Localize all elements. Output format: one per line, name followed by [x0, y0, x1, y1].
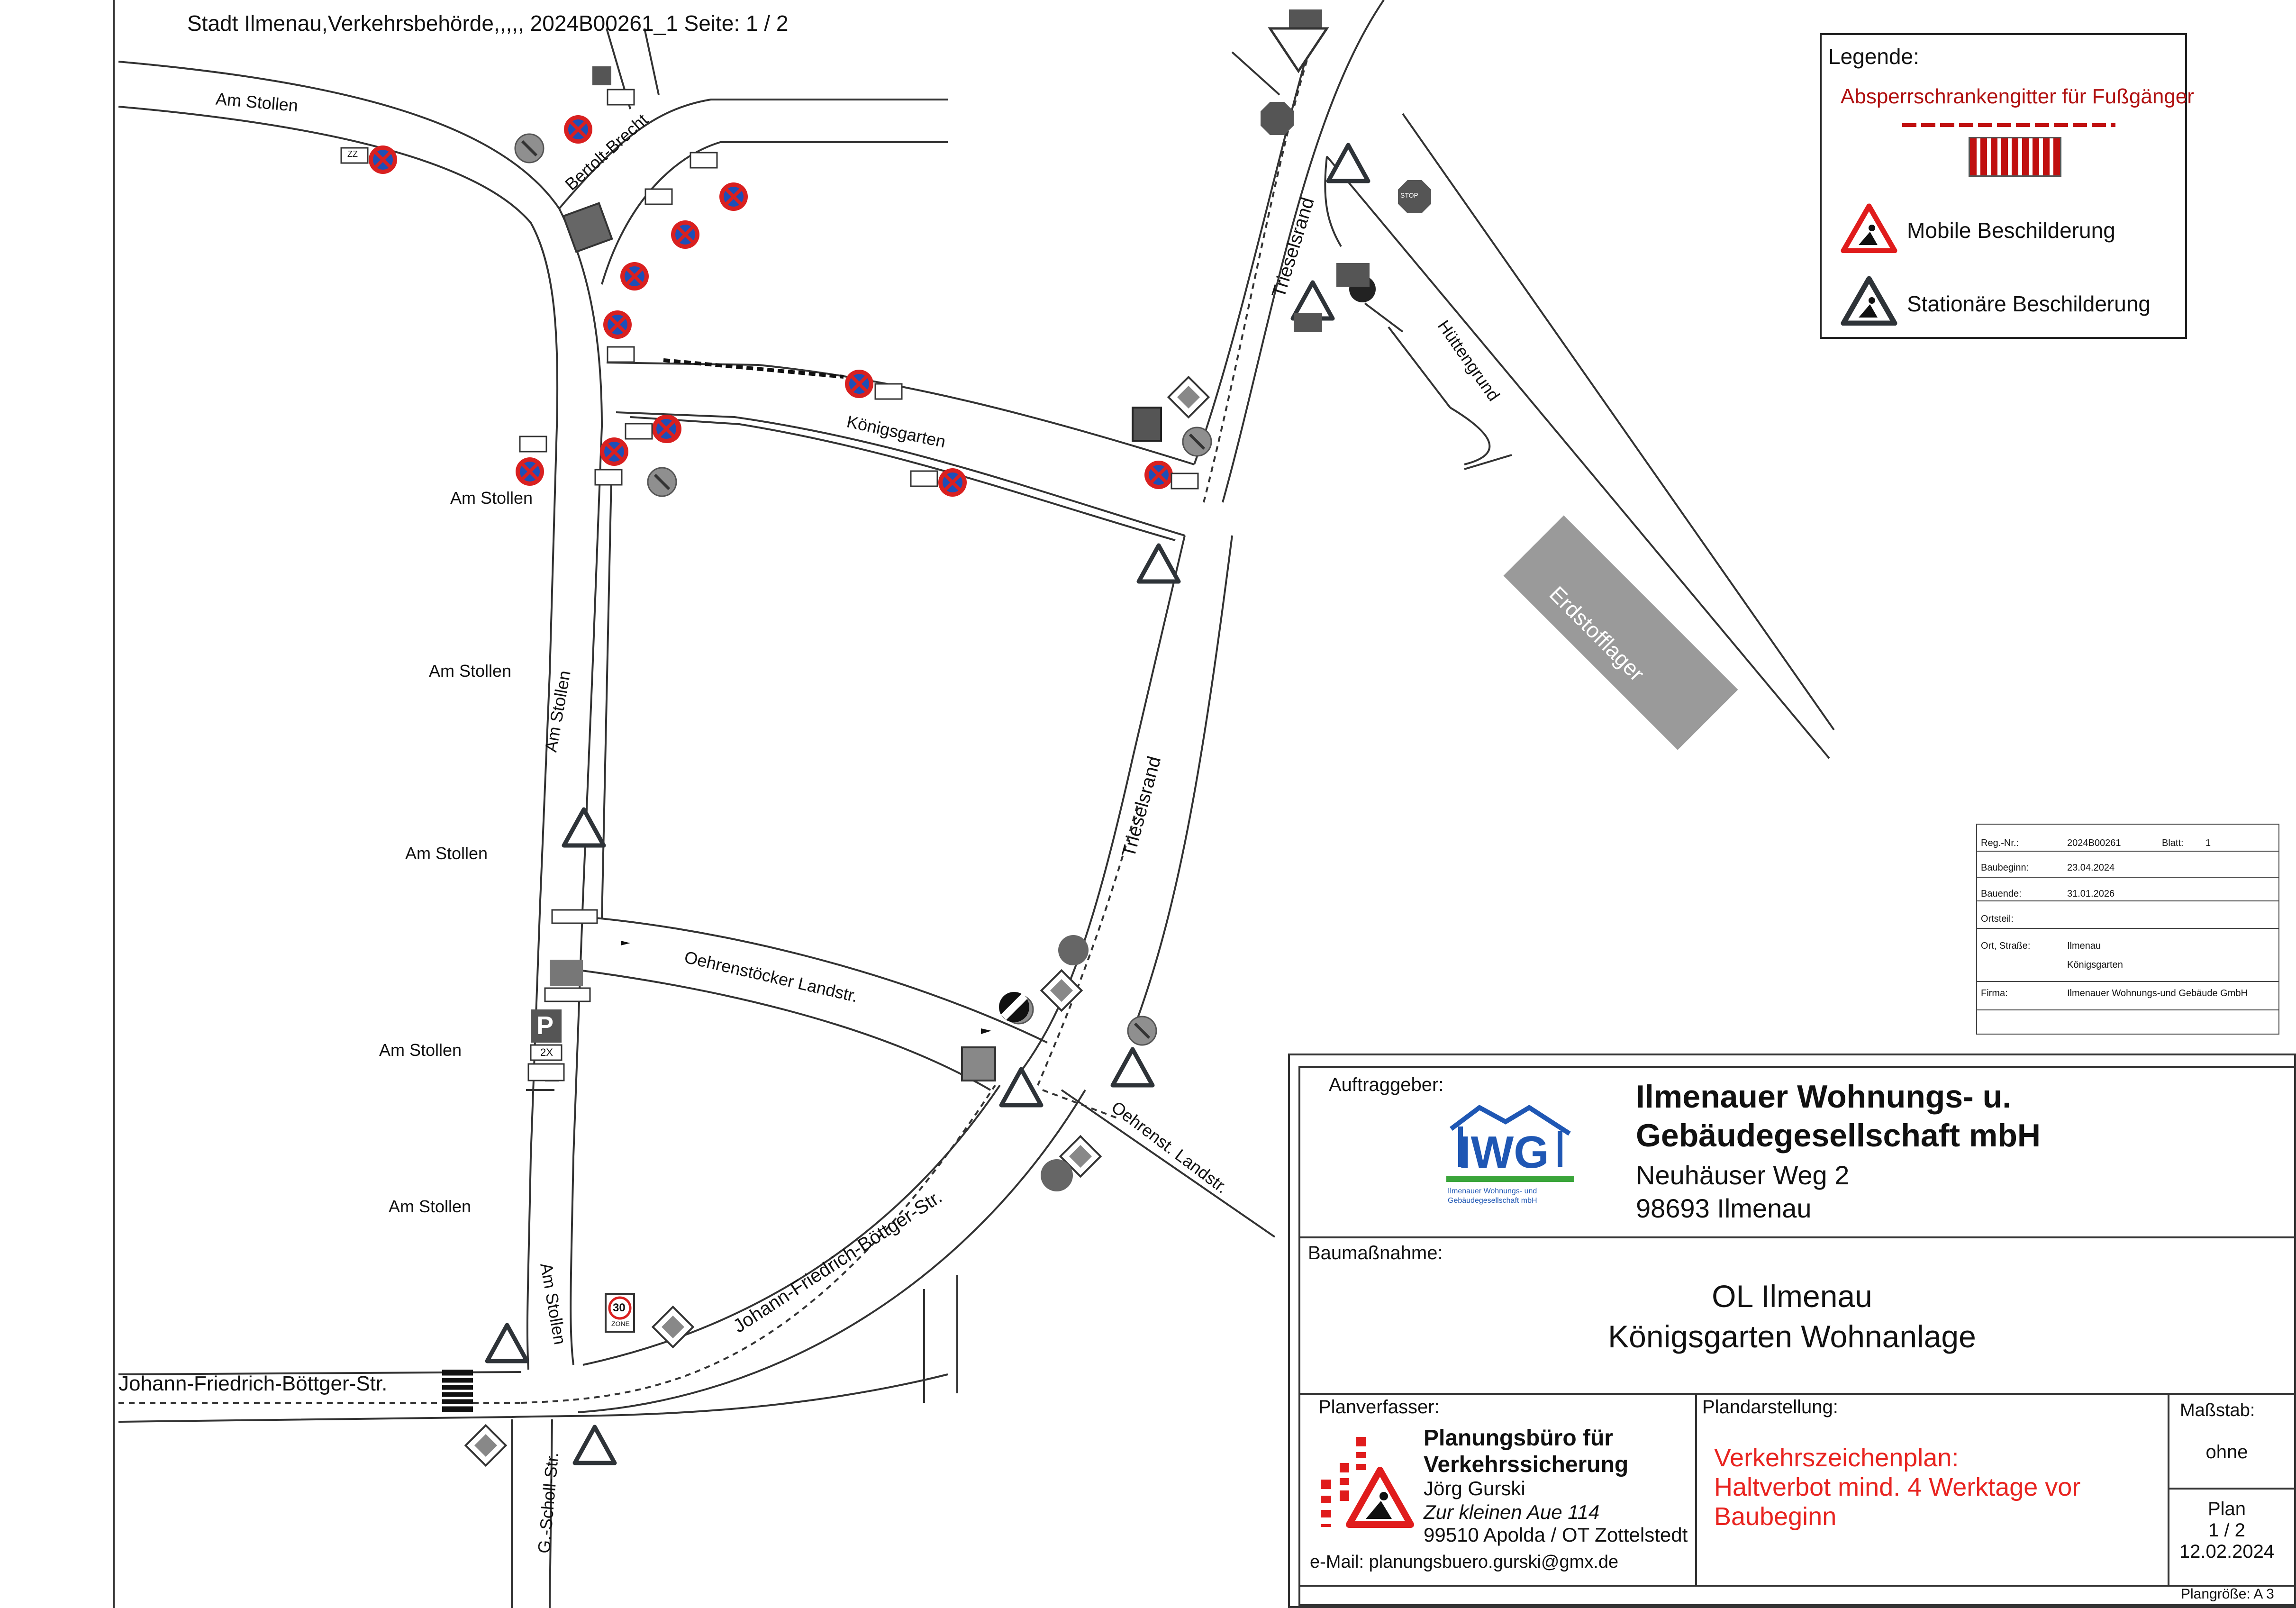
plan-header: Stadt Ilmenau,Verkehrsbehörde,,,,, 2024B… — [187, 11, 789, 36]
mobile-sign-icon — [1841, 203, 1897, 253]
reg-value: 2024B00261 — [2067, 838, 2121, 848]
baubeginn-label: Baubeginn: — [1981, 863, 2029, 873]
baumassnahme-label: Baumaßnahme: — [1308, 1243, 1443, 1263]
legend-box: Legende: Absperrschrankengitter für Fußg… — [1820, 33, 2194, 339]
street-label-am-stollen-1: Am Stollen — [450, 488, 533, 508]
plan-date: 12.02.2024 — [2179, 1541, 2275, 1562]
ort-value-1: Ilmenau — [2067, 941, 2101, 951]
client-street: Neuhäuser Weg 2 — [1636, 1160, 1850, 1190]
speed-30-label: 30 — [613, 1301, 626, 1314]
project-line1: OL Ilmenau — [1712, 1279, 1872, 1314]
planer-email: e-Mail: planungsbuero.gurski@gmx.de — [1310, 1552, 1619, 1572]
legend-barrier-label: Absperrschrankengitter für Fußgänger — [1841, 85, 2194, 108]
iwg-logo-bar — [1446, 1176, 1574, 1182]
planer-line4: Zur kleinen Aue 114 — [1424, 1501, 1600, 1523]
auftraggeber-label: Auftraggeber: — [1329, 1074, 1444, 1095]
title-block: Auftraggeber: IWG Ilmenauer Wohnungs- un… — [1288, 1054, 2296, 1608]
blatt-label: Blatt: — [2162, 838, 2184, 848]
planer-logo-icon — [1321, 1437, 1414, 1528]
street-label-am-stollen-4: Am Stollen — [379, 1040, 462, 1060]
planer-line3: Jörg Gurski — [1424, 1477, 1525, 1499]
plan-label: Plan — [2207, 1499, 2246, 1519]
crosswalk-stripes — [442, 1375, 473, 1407]
zz-plate-label: ZZ — [347, 149, 358, 159]
plandarstellung-label: Plandarstellung: — [1702, 1397, 1838, 1417]
massstab-value: ohne — [2205, 1442, 2248, 1463]
stop-sign-label: STOP — [1400, 191, 1418, 199]
planverfasser-label: Planverfasser: — [1318, 1397, 1440, 1417]
street-label-am-stollen-5: Am Stollen — [389, 1197, 472, 1216]
planer-line5: 99510 Apolda / OT Zottelstedt — [1424, 1524, 1688, 1546]
halt-signs — [369, 115, 1173, 497]
bauende-label: Bauende: — [1981, 889, 2022, 899]
plan-size: Plangröße: A 3 — [2181, 1586, 2274, 1602]
street-label-jfb-main: Johann-Friedrich-Böttger-Str. — [118, 1372, 388, 1395]
misc-signs — [527, 9, 1431, 1333]
ortsteil-label: Ortsteil: — [1981, 914, 2014, 924]
client-name-line2: Gebäudegesellschaft mbH — [1636, 1117, 2041, 1154]
plan-title-line3: Baubeginn — [1714, 1502, 1837, 1531]
barrier-line-symbol — [1902, 123, 2115, 127]
iwg-logo-text: IWG — [1458, 1127, 1549, 1178]
plan-page: 1 / 2 — [2208, 1520, 2245, 1541]
bauende-value: 31.01.2026 — [2067, 889, 2115, 899]
pedestrian-barrier — [663, 358, 844, 379]
iwg-logo-subtitle-1: Ilmenauer Wohnungs- und — [1448, 1187, 1537, 1195]
plan-title-line2: Haltverbot mind. 4 Werktage vor — [1714, 1473, 2081, 1501]
planer-line2: Verkehrssicherung — [1424, 1452, 1629, 1477]
firma-label: Firma: — [1981, 988, 2008, 999]
project-line2: Königsgarten Wohnanlage — [1608, 1319, 1976, 1354]
blatt-value: 1 — [2205, 838, 2211, 848]
legend-mobile-label: Mobile Beschilderung — [1907, 218, 2115, 243]
client-city: 98693 Ilmenau — [1636, 1193, 1812, 1223]
zone-label: ZONE — [611, 1320, 630, 1327]
iwg-logo-subtitle-2: Gebäudegesellschaft mbH — [1448, 1197, 1537, 1205]
erdstofflager-block — [1503, 515, 1738, 750]
parking-count-label: 2X — [540, 1046, 553, 1058]
street-label-am-stollen-2: Am Stollen — [429, 661, 512, 681]
massstab-label: Maßstab: — [2180, 1400, 2255, 1420]
reg-label: Reg.-Nr.: — [1981, 838, 2019, 848]
warning-triangles — [487, 145, 1368, 1463]
iwg-logo-roof-icon — [1450, 1105, 1571, 1167]
firma-value: Ilmenauer Wohnungs-und Gebäude GmbH — [2067, 988, 2248, 999]
info-table: Reg.-Nr.: 2024B00261 Blatt: 1 Baubeginn:… — [1976, 824, 2279, 1035]
parking-sign-label: P — [536, 1011, 554, 1040]
legend-stationary-label: Stationäre Beschilderung — [1907, 291, 2151, 316]
stationary-sign-icon — [1841, 276, 1897, 326]
barrier-grid-symbol — [1969, 137, 2061, 177]
ort-value-2: Königsgarten — [2067, 960, 2123, 970]
ort-label: Ort, Straße: — [1981, 941, 2031, 951]
planer-line1: Planungsbüro für — [1424, 1426, 1613, 1451]
baubeginn-value: 23.04.2024 — [2067, 863, 2115, 873]
legend-title: Legende: — [1828, 44, 1919, 69]
plan-title-line1: Verkehrszeichenplan: — [1714, 1444, 1959, 1472]
street-label-am-stollen-3: Am Stollen — [405, 844, 488, 863]
client-name-line1: Ilmenauer Wohnungs- u. — [1636, 1079, 2012, 1115]
